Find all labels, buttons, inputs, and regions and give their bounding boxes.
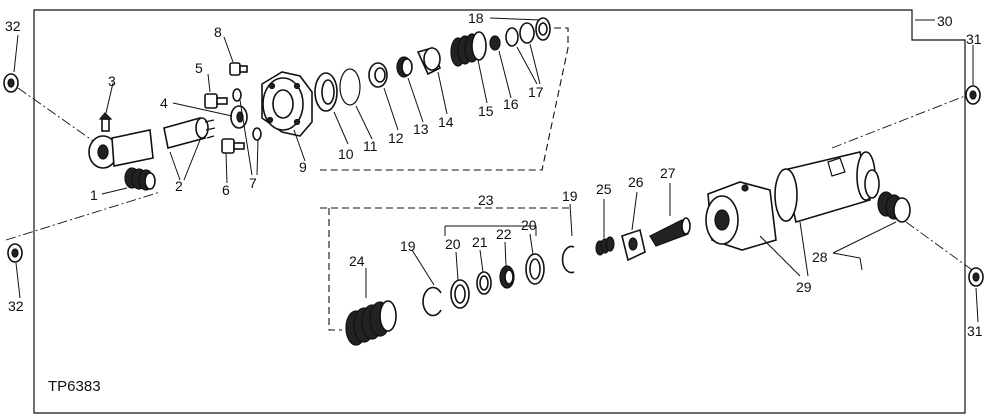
o-ring-11 [339,68,361,106]
flanged-head-9 [261,71,313,137]
callout-17: 17 [528,84,544,100]
callout-19-upper: 19 [562,188,578,204]
callout-29: 29 [796,279,812,295]
bushing-28 [877,191,911,223]
figure-id: TP6383 [48,378,101,395]
snap-ring-19-lower [422,286,442,317]
ring-18 [535,17,551,41]
centerline-left-lower [5,191,161,241]
callout-32-upper: 32 [5,18,21,34]
centerline-right-upper [831,95,966,149]
callout-2: 2 [175,178,183,194]
washer-32-upper [3,73,19,93]
cap-screw-6 [221,138,245,154]
callout-18: 18 [468,10,484,26]
rod-pin [163,117,216,149]
callout-3: 3 [108,73,116,89]
washer-31-lower [968,267,984,287]
upper-group-dashed-outline [320,27,569,171]
callout-22: 22 [496,226,512,242]
callout-16: 16 [503,96,519,112]
ring-16 [489,35,501,51]
callout-26: 26 [628,174,644,190]
cylinder-barrel-29 [774,151,880,224]
diagram-frame [33,9,966,414]
backup-ring-20-right [525,253,545,285]
callout-9: 9 [299,159,307,175]
washer-31-upper [965,85,981,105]
plate-26 [621,228,646,262]
callout-5: 5 [195,60,203,76]
ring-17-b [519,22,535,44]
callout-20-left: 20 [445,236,461,252]
callout-28: 28 [812,249,828,265]
callout-32-lower: 32 [8,298,24,314]
callout-6: 6 [222,182,230,198]
callout-25: 25 [596,181,612,197]
leader-lines [13,17,979,323]
piston-24 [345,300,397,346]
grease-fitting [98,112,113,132]
centerline-right-lower [905,221,976,273]
cap-screw-8 [229,62,248,76]
cylinder-head-29 [705,181,777,251]
callout-31-upper: 31 [966,31,982,47]
callout-4: 4 [160,95,168,111]
snap-ring-19-upper [561,245,575,274]
piston-15 [450,31,487,67]
cap-screw-5 [204,93,228,109]
callout-10: 10 [338,146,354,162]
callout-8: 8 [214,24,222,40]
callout-24: 24 [349,253,365,269]
callout-23: 23 [478,192,494,208]
callout-11: 11 [363,138,378,154]
rod-end-eye [88,129,154,169]
centerline-left-upper [17,87,97,144]
seal-ring-4 [230,105,248,129]
callout-27: 27 [660,165,676,181]
callout-31-lower: 31 [967,323,983,339]
backup-ring-20-left [450,279,470,309]
callout-12: 12 [388,130,404,146]
callout-14: 14 [438,114,454,130]
bushing-coil-1 [124,167,156,191]
callout-7: 7 [249,175,257,191]
valve-27 [649,217,691,247]
washer-32-lower [7,243,23,263]
callout-1: 1 [90,187,98,203]
seal-ring-10 [314,72,338,112]
seal-13 [396,56,413,78]
callout-15: 15 [478,103,494,119]
callout-13: 13 [413,121,429,137]
lower-group-dashed-outline [320,207,570,331]
washers-7 [232,88,262,141]
callout-30: 30 [937,13,953,29]
bushing-14 [416,47,442,76]
spring-25 [595,236,615,256]
ring-17-a [505,27,519,47]
callout-19-lower: 19 [400,238,416,254]
callout-20-right: 20 [521,217,537,233]
callout-21: 21 [472,234,488,250]
wiper-12 [368,62,388,88]
seal-22 [499,265,515,289]
o-ring-21 [476,271,492,295]
callout-labels: 32 32 31 31 30 3 1 2 5 4 6 8 7 9 10 11 1… [5,10,983,339]
